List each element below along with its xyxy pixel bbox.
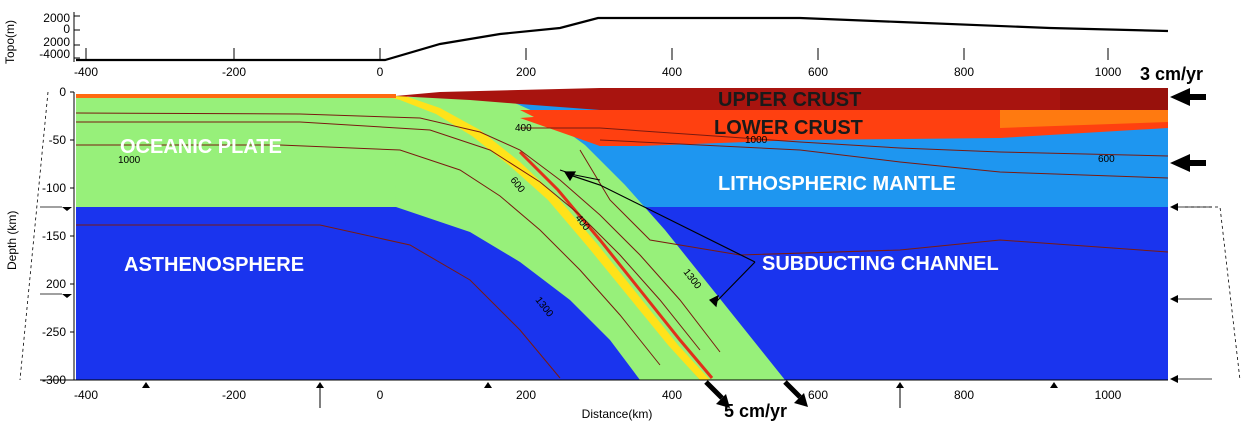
oceanic-plate-label: OCEANIC PLATE [120, 136, 282, 158]
weak-zone-strip [1000, 110, 1168, 128]
bottom-x-tick-label: 400 [662, 388, 682, 402]
topo-tick-label: -4000 [39, 47, 70, 61]
isotherm-line [76, 144, 661, 366]
depth-tick-label: 0 [59, 85, 66, 99]
isotherm-label: 400 [515, 123, 532, 134]
subducting-channel-band [518, 150, 714, 379]
upper-crust-label: UPPER CRUST [718, 89, 861, 111]
continent-velocity-label: 3 cm/yr [1140, 64, 1203, 84]
topo-tick-label: 2000 [43, 11, 70, 25]
top-x-tick-label: 1000 [1095, 65, 1122, 79]
depth-tick-label: -250 [42, 325, 66, 339]
bottom-x-tick-label: 200 [516, 388, 536, 402]
oceanic-plate-region [76, 97, 785, 380]
lower-crust-label: LOWER CRUST [714, 117, 863, 139]
bottom-x-tick-label: 600 [808, 388, 828, 402]
topo-axis-label: Topo(m) [3, 20, 17, 64]
depth-tick-label: 200 [46, 277, 66, 291]
right-boundary [1170, 88, 1241, 383]
top-x-tick-label: 0 [377, 65, 384, 79]
slab-velocity-label: 5 cm/yr [724, 401, 787, 421]
topography-profile [76, 16, 1169, 62]
depth-tick-label: -150 [42, 229, 66, 243]
bottom-x-tick-label: -400 [74, 388, 98, 402]
model-cross-section [76, 88, 1168, 380]
upper-crust-dark-block [1060, 88, 1168, 110]
depth-tick-label: -50 [49, 133, 67, 147]
top-distance-ticks [85, 48, 1109, 60]
isotherm-label: 600 [1098, 154, 1115, 165]
top-x-tick-label: -400 [74, 65, 98, 79]
bottom-x-tick-label: 0 [377, 388, 384, 402]
lithospheric-mantle-label: LITHOSPHERIC MANTLE [718, 173, 956, 195]
top-x-tick-label: -200 [222, 65, 246, 79]
subducting-channel-label: SUBDUCTING CHANNEL [762, 253, 999, 275]
isotherm-label: 1000 [118, 155, 141, 166]
push-arrow-upper [1170, 88, 1206, 106]
oceanic-crust-layer [385, 96, 710, 380]
isotherm-line [599, 139, 1169, 179]
push-arrow-lower [1170, 154, 1206, 172]
isotherm-line [76, 121, 701, 351]
topo-tick-label: 0 [63, 22, 70, 36]
upper-crust-region [395, 88, 1168, 110]
asthenosphere-label: ASTHENOSPHERE [124, 254, 304, 276]
x-axis-label: Distance(km) [582, 407, 653, 421]
bottom-x-tick-label: 1000 [1095, 388, 1122, 402]
channel-pointer-lines [563, 171, 756, 308]
oceanic-surface-strip [76, 94, 396, 98]
slab-pull-arrows [704, 380, 808, 408]
isotherm-line [520, 127, 1169, 157]
bottom-axis [40, 379, 1168, 408]
bottom-x-tick-label: -200 [222, 388, 246, 402]
depth-axis-label: Depth (km) [5, 211, 19, 270]
top-x-tick-label: 600 [808, 65, 828, 79]
isotherm-line [75, 112, 721, 353]
top-x-tick-label: 400 [662, 65, 682, 79]
top-x-tick-label: 800 [954, 65, 974, 79]
topo-tick-label: 2000 [43, 35, 70, 49]
top-x-tick-label: 200 [516, 65, 536, 79]
isotherm-label: 1000 [745, 135, 768, 146]
bottom-x-tick-label: 800 [954, 388, 974, 402]
isotherm-line [76, 224, 561, 379]
depth-axis: 0 -50 -100 -150 200 -250 -300 Depth (km) [5, 85, 75, 387]
topography-panel: 2000 0 2000 -4000 Topo(m) -400 -200 0 20… [3, 11, 1169, 79]
depth-tick-label: -100 [42, 181, 66, 195]
